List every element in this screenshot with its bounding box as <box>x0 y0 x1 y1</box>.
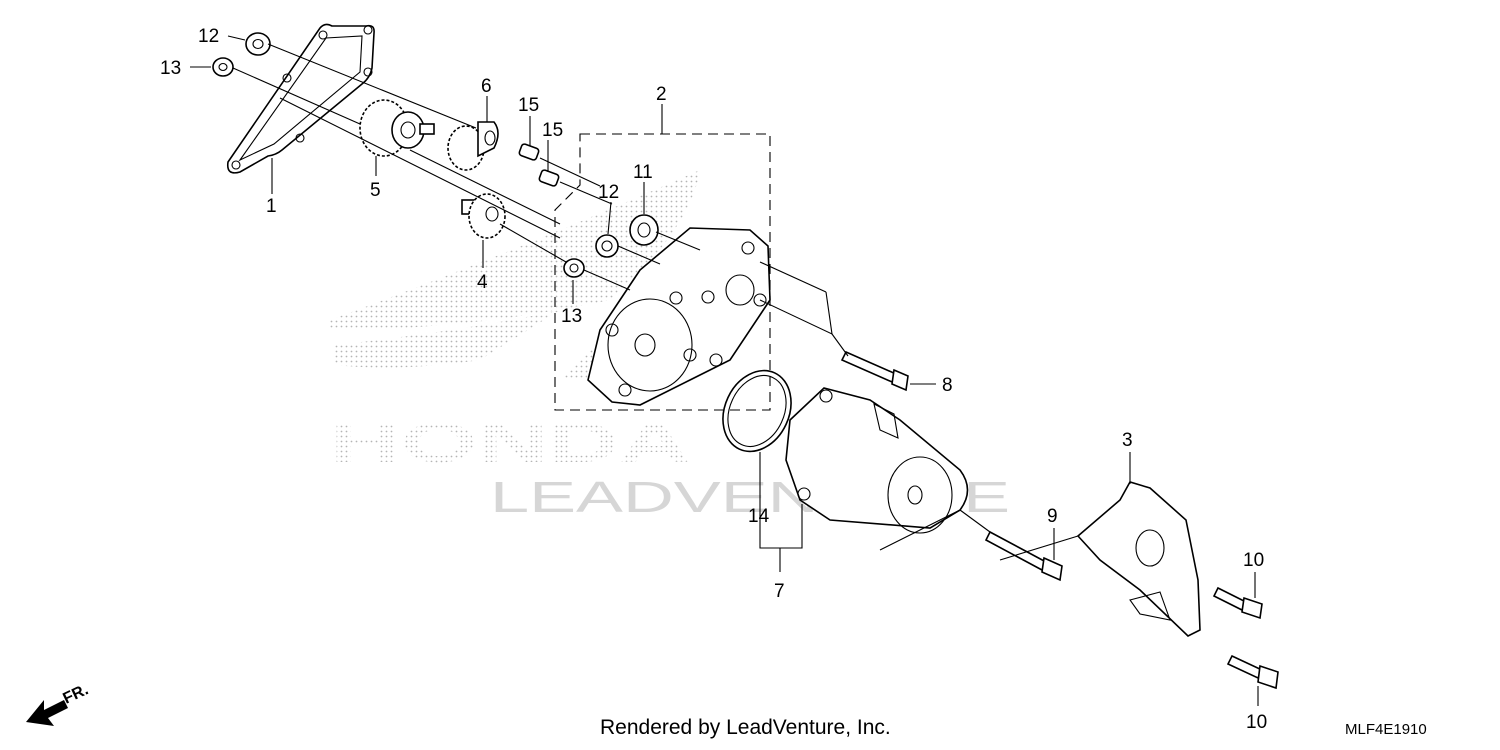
rendered-by-credit: Rendered by LeadVenture, Inc. <box>600 716 891 739</box>
gear-4[interactable] <box>461 193 506 239</box>
assembly-lines <box>232 43 1079 561</box>
housing-group-bracket <box>554 133 771 411</box>
callout-11: 11 <box>633 162 653 183</box>
o-ring-14[interactable] <box>710 359 804 462</box>
callout-15-lower: 15 <box>542 120 563 141</box>
bolt-8[interactable] <box>840 350 909 392</box>
bolt-10-upper[interactable] <box>1212 586 1263 620</box>
callout-15-upper: 15 <box>518 95 539 116</box>
callout-14: 14 <box>748 506 770 527</box>
gear-housing[interactable] <box>587 227 771 406</box>
dowel-pin-15-upper[interactable] <box>518 143 540 161</box>
direction-label: FR. <box>61 681 92 707</box>
gasket[interactable] <box>226 23 375 174</box>
callout-13-top: 13 <box>160 58 181 79</box>
callout-3: 3 <box>1122 430 1133 451</box>
callout-numbers: 12 13 1 5 6 4 2 15 15 11 12 13 8 9 3 10 … <box>160 26 1267 733</box>
callout-12-top: 12 <box>198 26 219 47</box>
gear-6[interactable] <box>447 121 499 171</box>
callout-12-right: 12 <box>598 182 619 203</box>
callout-10-upper: 10 <box>1243 550 1264 571</box>
diagram-code: MLF4E1910 <box>1345 721 1427 738</box>
bearing-13-right[interactable] <box>563 258 585 278</box>
shift-motor[interactable] <box>785 387 969 534</box>
callout-7: 7 <box>774 581 785 602</box>
callout-6: 6 <box>481 76 492 97</box>
bearing-11[interactable] <box>629 214 659 246</box>
callout-13-right: 13 <box>561 306 582 327</box>
gear-5[interactable] <box>359 99 435 157</box>
callout-9: 9 <box>1047 506 1058 527</box>
callout-5: 5 <box>370 180 381 201</box>
callout-leaders <box>190 35 1259 706</box>
bearing-13-top[interactable] <box>212 57 234 77</box>
callout-1: 1 <box>266 196 277 217</box>
front-direction-arrow: FR. <box>26 681 91 726</box>
bearing-12-top[interactable] <box>245 32 271 56</box>
dowel-pin-15-lower[interactable] <box>538 169 560 187</box>
bolt-10-lower[interactable] <box>1226 654 1279 690</box>
honda-watermark: HONDA <box>330 411 690 474</box>
bearing-12-right[interactable] <box>595 234 619 258</box>
motor-cover[interactable] <box>1076 481 1201 637</box>
callout-10-lower: 10 <box>1246 712 1267 733</box>
callout-8: 8 <box>942 375 953 396</box>
callout-4: 4 <box>477 272 488 293</box>
bolt-9[interactable] <box>984 530 1063 582</box>
callout-2: 2 <box>656 84 667 105</box>
